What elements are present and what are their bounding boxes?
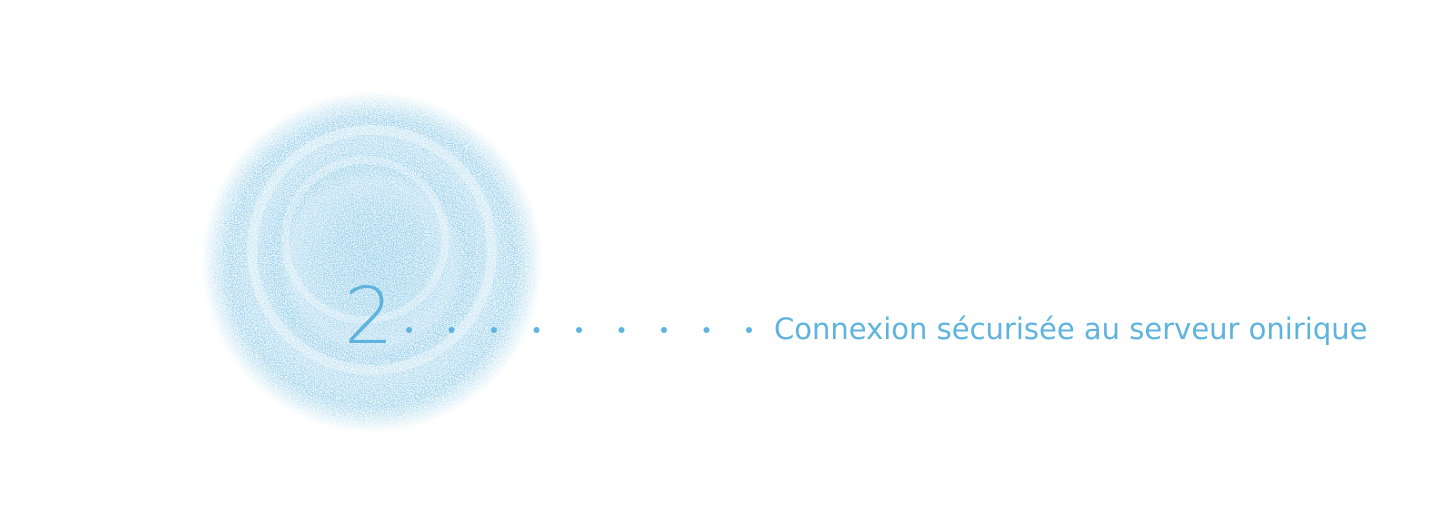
connector-dot xyxy=(576,327,582,333)
dotted-connector xyxy=(406,327,752,333)
step-label: Connexion sécurisée au serveur onirique xyxy=(774,312,1368,346)
step-number: 2 xyxy=(344,272,394,362)
connector-dot xyxy=(491,327,497,333)
connector-dot xyxy=(448,327,455,333)
speckled-sphere-icon xyxy=(200,90,550,440)
connector-dot xyxy=(661,327,667,333)
connector-dot xyxy=(703,327,710,333)
connector-dot xyxy=(746,327,752,333)
connector-dot xyxy=(533,327,540,333)
connector-dot xyxy=(406,327,412,333)
connector-dot xyxy=(618,327,625,333)
